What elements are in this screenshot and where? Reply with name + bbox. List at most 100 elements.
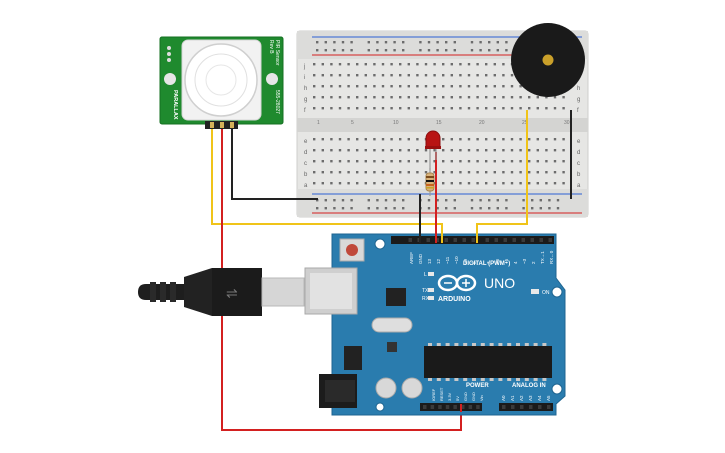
rail-hole[interactable] [436,49,439,52]
rail-hole[interactable] [367,41,370,44]
breadboard-hole[interactable] [442,149,445,152]
breadboard-hole[interactable] [502,74,505,77]
breadboard-hole[interactable] [493,182,496,185]
breadboard-hole[interactable] [407,74,410,77]
breadboard-hole[interactable] [467,138,471,141]
breadboard-hole[interactable] [338,138,342,141]
breadboard-hole[interactable] [467,107,471,110]
breadboard-hole[interactable] [459,138,462,141]
breadboard-hole[interactable] [442,74,445,77]
breadboard-hole[interactable] [313,107,316,110]
breadboard-hole[interactable] [381,138,385,141]
breadboard-hole[interactable] [467,171,471,174]
breadboard-hole[interactable] [347,74,350,77]
breadboard-hole[interactable] [416,149,419,152]
breadboard-hole[interactable] [476,182,479,185]
wire-pir-ground[interactable] [231,128,318,200]
breadboard-hole[interactable] [364,149,367,152]
rail-hole[interactable] [556,207,560,210]
breadboard-hole[interactable] [424,107,428,110]
reset-button[interactable] [346,244,358,256]
breadboard-hole[interactable] [519,85,522,88]
breadboard-hole[interactable] [313,85,316,88]
breadboard-hole[interactable] [536,107,539,110]
breadboard-hole[interactable] [321,171,324,174]
rail-hole[interactable] [393,41,396,44]
rail-hole[interactable] [419,41,422,44]
breadboard-hole[interactable] [338,85,342,88]
breadboard-hole[interactable] [416,85,419,88]
rail-hole[interactable] [350,41,353,44]
breadboard-hole[interactable] [338,107,342,110]
breadboard-hole[interactable] [493,107,496,110]
breadboard-hole[interactable] [485,85,488,88]
breadboard-hole[interactable] [459,149,462,152]
breadboard-hole[interactable] [416,96,419,99]
rail-hole[interactable] [427,41,431,44]
breadboard-hole[interactable] [562,182,565,185]
breadboard-hole[interactable] [330,138,333,141]
breadboard-hole[interactable] [562,160,565,163]
breadboard-hole[interactable] [476,149,479,152]
rail-hole[interactable] [548,207,551,210]
breadboard-hole[interactable] [416,138,419,141]
breadboard-hole[interactable] [321,63,324,66]
rail-hole[interactable] [470,207,474,210]
breadboard-hole[interactable] [381,85,385,88]
breadboard-hole[interactable] [493,138,496,141]
rail-hole[interactable] [488,49,491,52]
rail-hole[interactable] [445,199,448,202]
breadboard-hole[interactable] [347,85,350,88]
rail-hole[interactable] [393,49,396,52]
power-pin-socket[interactable] [445,405,450,409]
breadboard-hole[interactable] [424,149,428,152]
breadboard-hole[interactable] [476,107,479,110]
rail-hole[interactable] [539,199,542,202]
breadboard-hole[interactable] [424,96,428,99]
breadboard-hole[interactable] [381,63,385,66]
breadboard-hole[interactable] [528,138,531,141]
breadboard-hole[interactable] [399,160,402,163]
breadboard-hole[interactable] [459,96,462,99]
breadboard-hole[interactable] [467,160,471,163]
breadboard-hole[interactable] [450,149,453,152]
breadboard-hole[interactable] [424,63,428,66]
rail-hole[interactable] [376,207,379,210]
analog-pin-socket[interactable] [520,405,524,409]
breadboard-hole[interactable] [476,63,479,66]
breadboard-hole[interactable] [502,138,505,141]
breadboard-hole[interactable] [338,74,342,77]
usb-cable[interactable]: ⇌ [138,268,305,316]
breadboard-hole[interactable] [407,160,410,163]
breadboard-hole[interactable] [545,138,548,141]
rail-hole[interactable] [556,199,560,202]
breadboard-hole[interactable] [407,85,410,88]
rail-hole[interactable] [445,41,448,44]
breadboard-hole[interactable] [450,96,453,99]
breadboard-hole[interactable] [373,182,376,185]
breadboard-hole[interactable] [381,96,385,99]
breadboard-hole[interactable] [390,160,393,163]
breadboard-hole[interactable] [399,138,402,141]
breadboard-hole[interactable] [407,138,410,141]
rail-hole[interactable] [341,49,345,52]
breadboard-hole[interactable] [373,74,376,77]
breadboard-hole[interactable] [519,107,522,110]
breadboard-hole[interactable] [364,74,367,77]
breadboard-hole[interactable] [330,149,333,152]
power-pin-socket[interactable] [438,405,442,409]
rail-hole[interactable] [316,207,319,210]
breadboard-hole[interactable] [356,182,359,185]
breadboard-hole[interactable] [399,182,402,185]
breadboard-hole[interactable] [528,171,531,174]
breadboard-hole[interactable] [347,138,350,141]
rail-hole[interactable] [548,199,551,202]
breadboard-hole[interactable] [313,182,316,185]
breadboard-hole[interactable] [321,149,324,152]
digital-pin-socket[interactable] [408,238,413,242]
breadboard-hole[interactable] [390,107,393,110]
rail-hole[interactable] [341,41,345,44]
rail-hole[interactable] [324,49,327,52]
breadboard-hole[interactable] [399,63,402,66]
rail-hole[interactable] [470,41,474,44]
